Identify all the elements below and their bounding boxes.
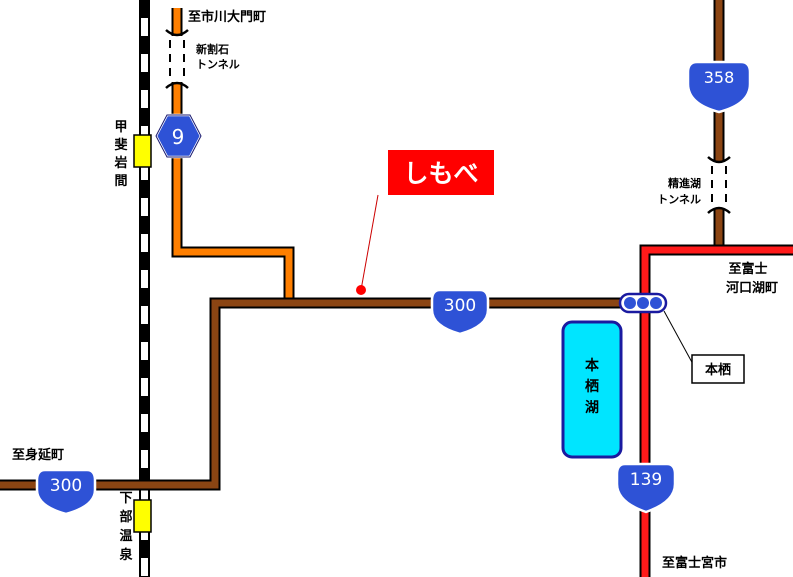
rail-tie bbox=[141, 288, 148, 306]
route-300-center-shield: 300 bbox=[430, 288, 490, 336]
rail-tie bbox=[141, 432, 148, 450]
route-9-number: 9 bbox=[172, 125, 185, 149]
fuji-kawaguchiko-label-1: 至富士 bbox=[728, 261, 767, 277]
kaiiwama-label-2: 斐 bbox=[113, 137, 128, 153]
shimobe-onsen-station bbox=[133, 499, 152, 533]
route-9-shield: 9 bbox=[154, 113, 203, 159]
motosu-callout-leader bbox=[663, 310, 695, 367]
kaiiwama-label-4: 間 bbox=[114, 174, 127, 189]
kaiiwama-label-3: 岩 bbox=[113, 155, 127, 171]
shimobe-onsen-label-4: 泉 bbox=[119, 547, 133, 563]
rail-tie bbox=[141, 396, 148, 414]
motosuko-label-1: 本 bbox=[585, 357, 600, 374]
shimobe-label: しもべ bbox=[403, 159, 478, 188]
motosu-callout-box bbox=[691, 354, 745, 384]
route-300-center-number: 300 bbox=[444, 296, 476, 316]
rail-tie bbox=[141, 360, 148, 378]
rail-tie bbox=[141, 468, 148, 486]
kawadaimon-label: 至市川大門町 bbox=[188, 9, 266, 25]
shimobe-onsen-label-2: 部 bbox=[119, 509, 132, 525]
route-358-shield: 358 bbox=[686, 60, 752, 114]
route-139-shield: 139 bbox=[615, 462, 677, 514]
motosuko-label-3: 湖 bbox=[585, 400, 599, 416]
rail-tie bbox=[141, 540, 148, 558]
shinwariishi-label-2: トンネル bbox=[196, 58, 240, 71]
shinwariishi-label-1: 新割石 bbox=[196, 42, 229, 56]
rail-tie bbox=[141, 180, 148, 198]
motosu-lake bbox=[561, 320, 623, 459]
rail-tie bbox=[141, 324, 148, 342]
fuji-kawaguchiko-label-2: 河口湖町 bbox=[726, 280, 778, 296]
route-139-number: 139 bbox=[630, 470, 662, 490]
shinwariishi-tunnel-marker bbox=[165, 29, 189, 89]
motosuko-label-2: 栖 bbox=[585, 378, 599, 395]
route-300-left-shield: 300 bbox=[35, 468, 97, 516]
rail-tie bbox=[141, 216, 148, 234]
rail-tie bbox=[141, 0, 148, 18]
route-139-road bbox=[639, 244, 793, 577]
rail-tie bbox=[141, 252, 148, 270]
shoji-tunnel-label-2: トンネル bbox=[657, 193, 701, 206]
rail-tie bbox=[141, 36, 148, 54]
traffic-signal-icon bbox=[618, 292, 668, 314]
shimobe-location-marker bbox=[356, 285, 366, 295]
shimobe-onsen-label-1: 下 bbox=[119, 491, 132, 506]
shoji-tunnel-marker bbox=[707, 156, 731, 214]
fujinomiya-label: 至富士宮市 bbox=[662, 555, 727, 571]
route-9-road bbox=[171, 8, 295, 300]
route-300-road bbox=[0, 297, 628, 491]
minobu-label: 至身延町 bbox=[12, 447, 64, 463]
shoji-tunnel-label-1: 精進湖 bbox=[668, 176, 701, 190]
rail-tie bbox=[141, 72, 148, 90]
route-358-number: 358 bbox=[704, 68, 735, 87]
shimobe-leader-line bbox=[360, 194, 379, 291]
shimobe-box bbox=[388, 150, 494, 195]
kaiiwama-label-1: 甲 bbox=[114, 120, 127, 135]
motosu-label: 本栖 bbox=[705, 362, 731, 378]
shimobe-onsen-label-3: 温 bbox=[119, 529, 132, 544]
kaiiwama-station bbox=[133, 134, 152, 168]
route-300-left-number: 300 bbox=[50, 476, 82, 496]
rail-tie bbox=[141, 108, 148, 126]
